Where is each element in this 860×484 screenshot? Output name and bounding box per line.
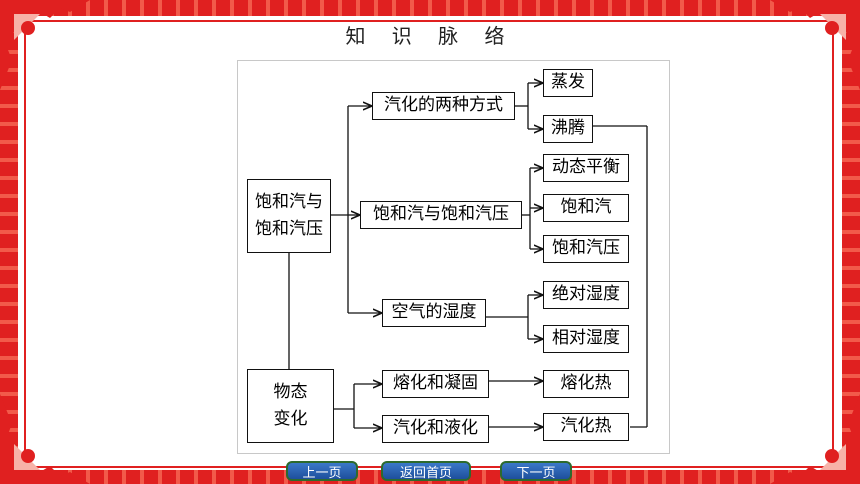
leaf-boiling: 沸腾 [543, 115, 593, 143]
leaf-saturated-pressure: 饱和汽压 [543, 235, 629, 263]
home-button[interactable]: 返回首页 [381, 461, 471, 481]
concept-map: 饱和汽与 饱和汽压 物态 变化 汽化的两种方式 饱和汽与饱和汽压 空气的湿度 熔… [237, 60, 670, 454]
leaf-evaporation: 蒸发 [543, 69, 593, 97]
phase-change-line1: 物态 [273, 381, 308, 402]
leaf-vaporization-heat: 汽化热 [543, 413, 629, 441]
next-page-button[interactable]: 下一页 [500, 461, 572, 481]
leaf-absolute-humidity: 绝对湿度 [543, 281, 629, 309]
frame-left-border [0, 0, 18, 484]
corner-ornament-icon [0, 0, 90, 90]
phase-change-node: 物态 变化 [247, 369, 334, 443]
root-node-line1: 饱和汽与 [255, 191, 323, 212]
branch-vaporization-ways: 汽化的两种方式 [372, 92, 515, 120]
phase-change-line2: 变化 [273, 409, 308, 429]
page-title: 知 识 脉 络 [345, 24, 515, 48]
leaf-saturated-vapor: 饱和汽 [543, 194, 629, 222]
branch-vaporizing: 汽化和液化 [382, 415, 489, 443]
frame-top-border [0, 0, 860, 16]
leaf-melting-heat: 熔化热 [543, 370, 629, 398]
leaf-dynamic-balance: 动态平衡 [543, 154, 629, 182]
corner-ornament-icon [0, 394, 90, 484]
frame-right-border [842, 0, 860, 484]
prev-page-button[interactable]: 上一页 [286, 461, 358, 481]
corner-ornament-icon [770, 394, 860, 484]
corner-ornament-icon [770, 0, 860, 90]
branch-humidity: 空气的湿度 [382, 299, 486, 327]
branch-melting: 熔化和凝固 [382, 370, 489, 398]
leaf-relative-humidity: 相对湿度 [543, 325, 629, 353]
root-node-saturated-vapor: 饱和汽与 饱和汽压 [247, 179, 331, 253]
branch-saturated: 饱和汽与饱和汽压 [360, 201, 522, 229]
root-node-line2: 饱和汽压 [255, 219, 323, 239]
connector-lines [288, 61, 648, 453]
